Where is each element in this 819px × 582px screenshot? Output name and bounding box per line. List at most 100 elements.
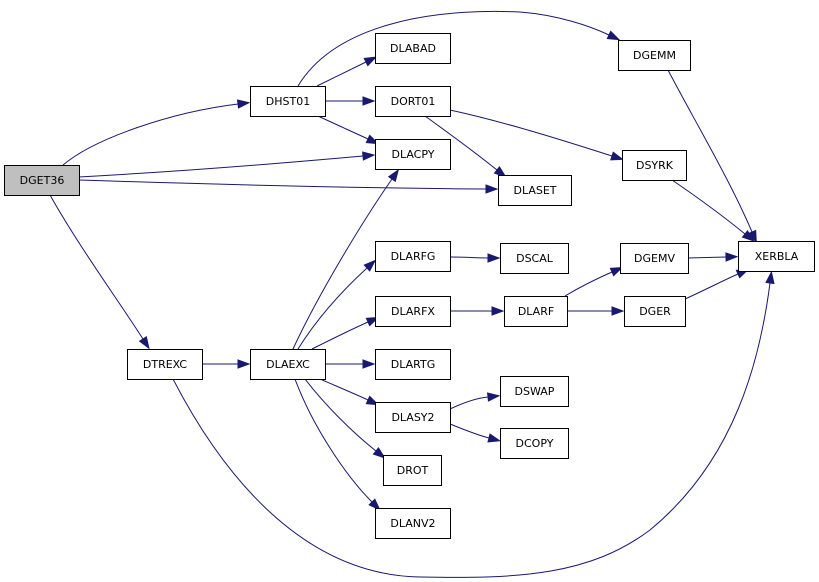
node-box — [4, 165, 80, 196]
edge-arrowhead — [611, 306, 625, 316]
edge-arrowhead — [765, 270, 775, 285]
edge-arrowhead — [362, 359, 376, 369]
node-box — [375, 139, 451, 170]
node-box — [375, 86, 451, 117]
edge-line — [172, 282, 771, 578]
edge-line — [671, 179, 746, 235]
edge-line — [449, 396, 489, 410]
edge-dget36-to-dtrexc — [49, 194, 150, 350]
node-box — [504, 296, 568, 327]
node-dsyrk[interactable]: DSYRK — [622, 150, 687, 181]
node-box — [500, 376, 569, 407]
node-dlartg[interactable]: DLARTG — [375, 349, 451, 380]
edge-arrowhead — [236, 99, 251, 109]
node-dlacpy[interactable]: DLACPY — [375, 139, 451, 170]
edge-line — [294, 378, 373, 503]
edge-line — [449, 423, 490, 439]
node-box — [618, 40, 691, 71]
node-dcopy[interactable]: DCOPY — [500, 428, 569, 459]
edge-dlarfg-to-dscal — [449, 253, 501, 263]
node-dlarfg[interactable]: DLARFG — [375, 241, 451, 272]
node-dlaset[interactable]: DLASET — [498, 175, 572, 206]
edge-line — [684, 273, 739, 300]
node-dort01[interactable]: DORT01 — [375, 86, 451, 117]
node-box — [498, 175, 572, 206]
edge-line — [292, 178, 393, 350]
edge-line — [424, 115, 498, 171]
node-dswap[interactable]: DSWAP — [500, 376, 569, 407]
edge-dgemv-to-xerbla — [687, 252, 739, 262]
node-xerbla[interactable]: XERBLA — [738, 241, 815, 272]
edge-dlaexc-to-drot — [304, 378, 386, 459]
edge-dsyrk-to-xerbla — [671, 179, 755, 242]
edge-dlarf-to-dger — [567, 306, 625, 316]
edge-dget36-to-dlaset — [78, 179, 499, 194]
node-dtrexc[interactable]: DTREXC — [127, 349, 203, 380]
edge-dget36-to-dlacpy — [78, 151, 376, 178]
node-box — [500, 428, 569, 459]
node-dhst01[interactable]: DHST01 — [250, 86, 326, 117]
edge-dhst01-to-dort01 — [325, 96, 376, 106]
edge-arrowhead — [368, 498, 381, 511]
node-dscal[interactable]: DSCAL — [500, 243, 569, 274]
edge-dlasy2-to-dcopy — [449, 423, 502, 443]
node-dlaexc[interactable]: DLAEXC — [250, 349, 326, 380]
edge-line — [317, 115, 369, 140]
node-box — [127, 349, 203, 380]
edge-arrowhead — [485, 184, 499, 194]
node-box — [624, 296, 686, 327]
edge-arrowhead — [362, 151, 376, 161]
node-dgemm[interactable]: DGEMM — [618, 40, 691, 71]
edge-line — [449, 109, 613, 157]
edge-line — [78, 179, 487, 190]
edge-arrowhead — [487, 253, 501, 263]
edge-dlaexc-to-dlasy2 — [319, 378, 380, 406]
edge-line — [304, 378, 377, 452]
node-dget36: DGET36 — [4, 165, 80, 196]
node-box — [375, 33, 451, 64]
node-label: DLARFG — [391, 250, 436, 263]
edge-dlasy2-to-dswap — [449, 392, 501, 410]
node-dlasy2[interactable]: DLASY2 — [375, 402, 451, 433]
edge-arrowhead — [138, 336, 150, 350]
edge-dort01-to-dlaset — [424, 115, 507, 178]
edge-dlarfx-to-dlarf — [450, 306, 505, 316]
node-label: DHST01 — [266, 95, 310, 108]
edge-arrowhead — [362, 96, 376, 106]
node-label: DSWAP — [515, 385, 555, 398]
node-dlarfx[interactable]: DLARFX — [375, 296, 451, 327]
edge-dlaexc-to-dlarfx — [311, 316, 380, 350]
node-label: DLABAD — [390, 42, 436, 55]
edge-arrowhead — [387, 168, 400, 183]
node-label: DGEMM — [633, 49, 676, 62]
edge-line — [319, 378, 369, 401]
node-dlabad[interactable]: DLABAD — [375, 33, 451, 64]
node-label: DLASET — [513, 184, 556, 197]
node-drot[interactable]: DROT — [383, 455, 442, 486]
edge-dlaexc-to-dlanv2 — [294, 378, 381, 511]
node-dlarf[interactable]: DLARF — [504, 296, 568, 327]
node-dger[interactable]: DGER — [624, 296, 686, 327]
node-box — [383, 455, 442, 486]
node-box — [375, 402, 451, 433]
edge-dhst01-to-dgemm — [297, 10, 621, 87]
node-label: DCOPY — [516, 437, 554, 450]
node-box — [250, 86, 326, 117]
edge-dger-to-xerbla — [684, 268, 750, 300]
edge-dlaexc-to-dlacpy — [292, 168, 400, 350]
edge-arrowhead — [741, 230, 755, 242]
edge-line — [687, 256, 727, 259]
edge-arrowhead — [487, 392, 501, 402]
node-dgemv[interactable]: DGEMV — [620, 243, 689, 274]
node-dlanv2[interactable]: DLANV2 — [375, 508, 451, 539]
node-label: DGEMV — [634, 252, 675, 265]
node-label: DLANV2 — [390, 517, 435, 530]
edge-dort01-to-dsyrk — [449, 109, 624, 161]
edge-line — [297, 10, 610, 87]
edge-arrowhead — [493, 166, 507, 178]
edge-arrowhead — [610, 151, 624, 161]
edge-dlarf-to-dgemv — [564, 266, 624, 297]
node-label: DROT — [397, 464, 429, 477]
node-box — [622, 150, 687, 181]
